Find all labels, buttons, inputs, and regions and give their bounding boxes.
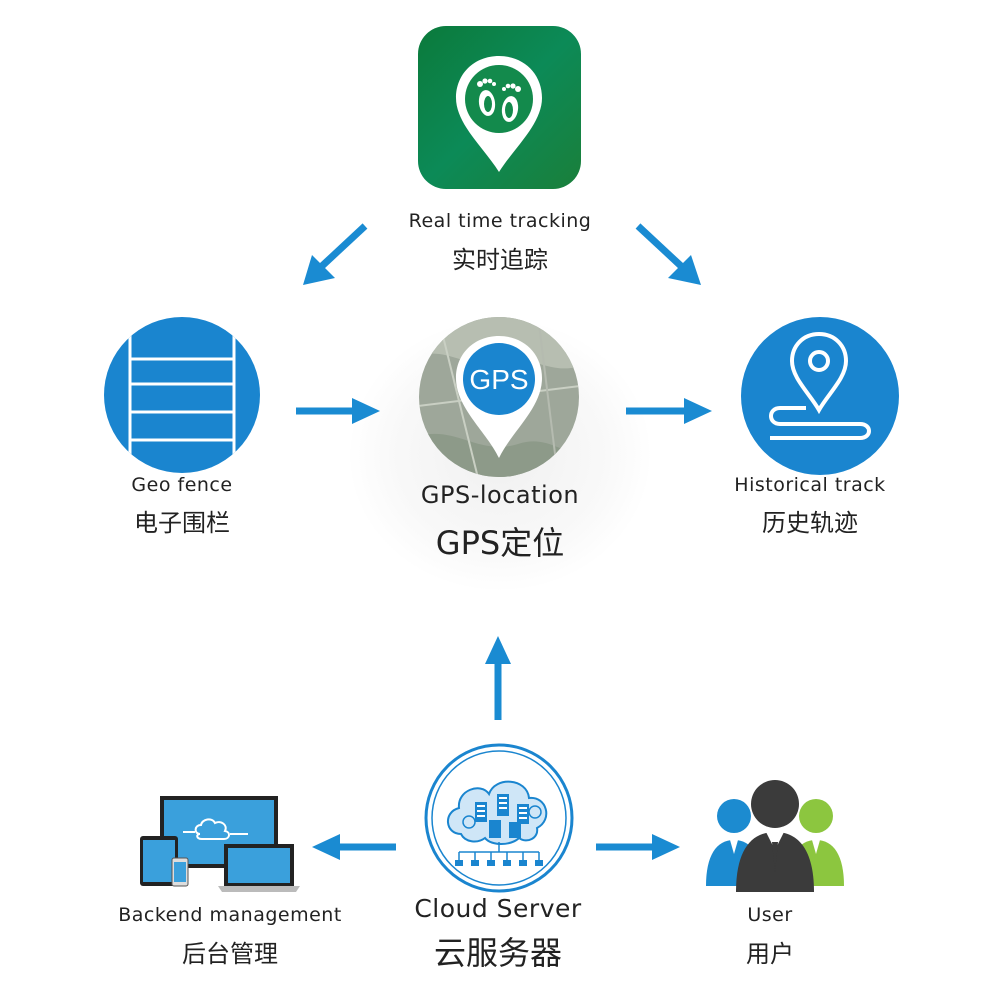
- backend-label-zh: 后台管理: [182, 940, 278, 968]
- backend-label-en: Backend management: [118, 904, 342, 926]
- fence-icon: [104, 317, 260, 473]
- arrow-geofence-to-gps: [296, 398, 380, 424]
- arrow-cloud-to-gps: [485, 636, 511, 720]
- cloud-label-en: Cloud Server: [414, 894, 582, 923]
- cloud-server-icon: [424, 743, 574, 893]
- user-label-en: User: [747, 904, 793, 926]
- realtime-label-zh: 实时追踪: [452, 246, 548, 274]
- arrow-cloud-to-user: [596, 834, 680, 860]
- devices-icon: [140, 796, 300, 892]
- arrow-gps-to-historical: [626, 398, 712, 424]
- gps-map-pin-icon: GPS: [419, 317, 579, 477]
- arrow-realtime-to-geofence: [303, 223, 368, 285]
- gps-label-en: GPS-location: [420, 481, 580, 509]
- historical-label-zh: 历史轨迹: [762, 509, 858, 537]
- arrow-realtime-to-historical: [635, 223, 701, 285]
- users-group-icon: [706, 780, 844, 892]
- geofence-label-zh: 电子围栏: [134, 509, 230, 537]
- realtime-label-en: Real time tracking: [408, 210, 592, 232]
- user-label-zh: 用户: [746, 940, 794, 968]
- location-track-icon: [741, 317, 899, 475]
- cloud-label-zh: 云服务器: [433, 934, 562, 972]
- gps-badge-text: GPS: [469, 364, 528, 395]
- geofence-label-en: Geo fence: [131, 474, 233, 496]
- gps-label-zh: GPS定位: [435, 524, 565, 562]
- footprint-pin-app-icon: [418, 26, 581, 189]
- arrow-cloud-to-backend: [312, 834, 396, 860]
- historical-label-en: Historical track: [734, 474, 886, 496]
